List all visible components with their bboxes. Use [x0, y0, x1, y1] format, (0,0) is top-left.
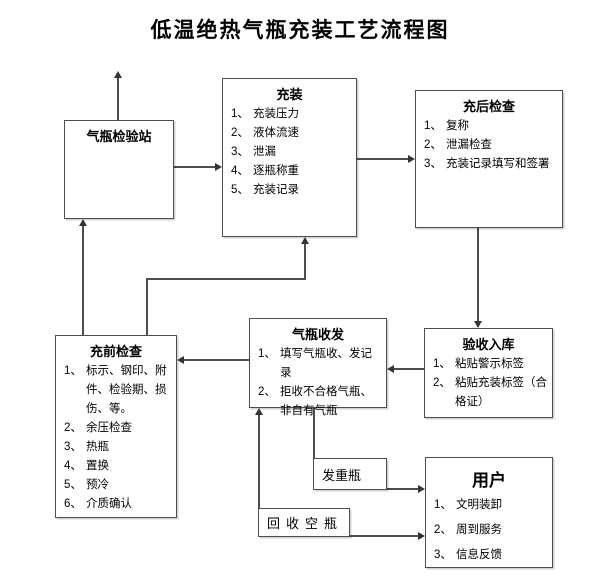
arrowhead-up-icon	[255, 408, 263, 415]
box-title: 充装	[276, 87, 303, 102]
arrowhead-down-icon	[474, 321, 482, 328]
box-item-list: 1、标示、钢印、附件、检验期、损伤、等。 2、余压检查 3、热瓶 4、置换 5、预冷 6、…	[56, 362, 176, 514]
box-title: 气瓶检验站	[86, 129, 152, 144]
box-title: 验收入库	[462, 337, 515, 352]
list-item: 1、复称	[424, 120, 469, 132]
box-item-list: 1、填写气瓶收、发记录 2、拒收不合格气瓶、非自有气瓶	[250, 345, 386, 421]
box-recycle-empty-cylinder: 回收空瓶	[258, 508, 350, 537]
connector-precheck-to-filling-horizontal	[146, 278, 306, 280]
arrowhead-right-icon	[215, 163, 222, 171]
list-item: 1、文明装卸	[434, 499, 502, 511]
box-post-fill-check: 充后检查 1、复称 2、泄漏检查 3、充装记录填写和签署	[415, 90, 563, 228]
list-item: 3、信息反馈	[434, 549, 502, 561]
box-title: 气瓶收发	[291, 327, 344, 342]
connector-station-to-filling	[174, 166, 216, 168]
list-item: 2、泄漏检查	[424, 139, 492, 151]
list-item: 2、拒收不合格气瓶、非自有气瓶	[258, 386, 372, 417]
list-item: 1、充装压力	[231, 108, 299, 120]
box-title: 发重瓶	[322, 467, 362, 483]
list-item: 6、介质确认	[64, 498, 132, 510]
box-inspection-station: 气瓶检验站	[64, 120, 174, 219]
box-acceptance-storage: 验收入库 1、粘贴警示标签 2、粘贴充装标签（合格证）	[424, 328, 553, 418]
list-item: 3、热瓶	[64, 441, 109, 453]
connector-recycle-vertical	[258, 415, 260, 537]
connector-receipt-to-precheck	[184, 359, 249, 361]
connector-postcheck-to-acceptance	[477, 228, 479, 322]
box-item-list: 1、充装压力 2、液体流速 3、泄漏 4、逐瓶称重 5、充装记录	[223, 105, 356, 200]
arrowhead-left-icon	[387, 365, 394, 373]
connector-acceptance-to-receipt	[394, 368, 424, 370]
arrowhead-up-icon	[79, 219, 87, 226]
list-item: 2、余压检查	[64, 422, 132, 434]
arrowhead-right-icon	[408, 155, 415, 163]
connector-dispatchfull-to-user	[387, 488, 419, 490]
connector-precheck-to-filling-vertical	[146, 278, 148, 336]
connector-precheck-to-station	[82, 226, 84, 336]
list-item: 4、置换	[64, 460, 109, 472]
list-item: 2、周到服务	[434, 524, 502, 536]
list-item: 3、充装记录填写和签署	[424, 158, 550, 170]
list-item: 5、充装记录	[231, 184, 299, 196]
box-title: 充前检查	[89, 344, 142, 359]
list-item: 4、逐瓶称重	[231, 165, 299, 177]
page-title: 低温绝热气瓶充装工艺流程图	[150, 17, 450, 42]
connector-filling-to-postcheck	[357, 158, 409, 160]
list-item: 1、填写气瓶收、发记录	[258, 348, 372, 379]
box-pre-fill-check: 充前检查 1、标示、钢印、附件、检验期、损伤、等。 2、余压检查 3、热瓶 4、置换 5…	[55, 335, 177, 518]
box-item-list: 1、文明装卸 2、周到服务 3、信息反馈	[426, 493, 552, 568]
arrowhead-up-icon	[301, 237, 309, 244]
arrowhead-right-icon	[418, 485, 425, 493]
list-item: 1、标示、钢印、附件、检验期、损伤、等。	[64, 365, 167, 415]
box-item-list: 1、粘贴警示标签 2、粘贴充装标签（合格证）	[425, 355, 552, 412]
list-item: 1、粘贴警示标签	[433, 358, 524, 370]
list-item: 5、预冷	[64, 479, 109, 491]
box-dispatch-full-cylinder: 发重瓶	[313, 458, 387, 490]
box-title: 回收空瓶	[267, 516, 344, 531]
box-title: 充后检查	[462, 99, 515, 114]
connector-station-up	[117, 78, 119, 121]
connector-receipt-to-dispatchfull	[313, 408, 315, 459]
box-item-list: 1、复称 2、泄漏检查 3、充装记录填写和签署	[416, 117, 562, 174]
arrowhead-up-icon	[114, 71, 122, 78]
arrowhead-right-icon	[418, 532, 425, 540]
arrowhead-left-icon	[177, 356, 184, 364]
box-filling: 充装 1、充装压力 2、液体流速 3、泄漏 4、逐瓶称重 5、充装记录	[222, 78, 357, 237]
box-title: 用户	[472, 471, 506, 490]
list-item: 2、液体流速	[231, 127, 299, 139]
box-cylinder-receipt-dispatch: 气瓶收发 1、填写气瓶收、发记录 2、拒收不合格气瓶、非自有气瓶	[249, 318, 387, 417]
box-user: 用户 1、文明装卸 2、周到服务 3、信息反馈	[425, 457, 553, 568]
list-item: 3、泄漏	[231, 146, 276, 158]
list-item: 2、粘贴充装标签（合格证）	[433, 377, 547, 408]
connector-precheck-to-filling-riser	[304, 244, 306, 280]
